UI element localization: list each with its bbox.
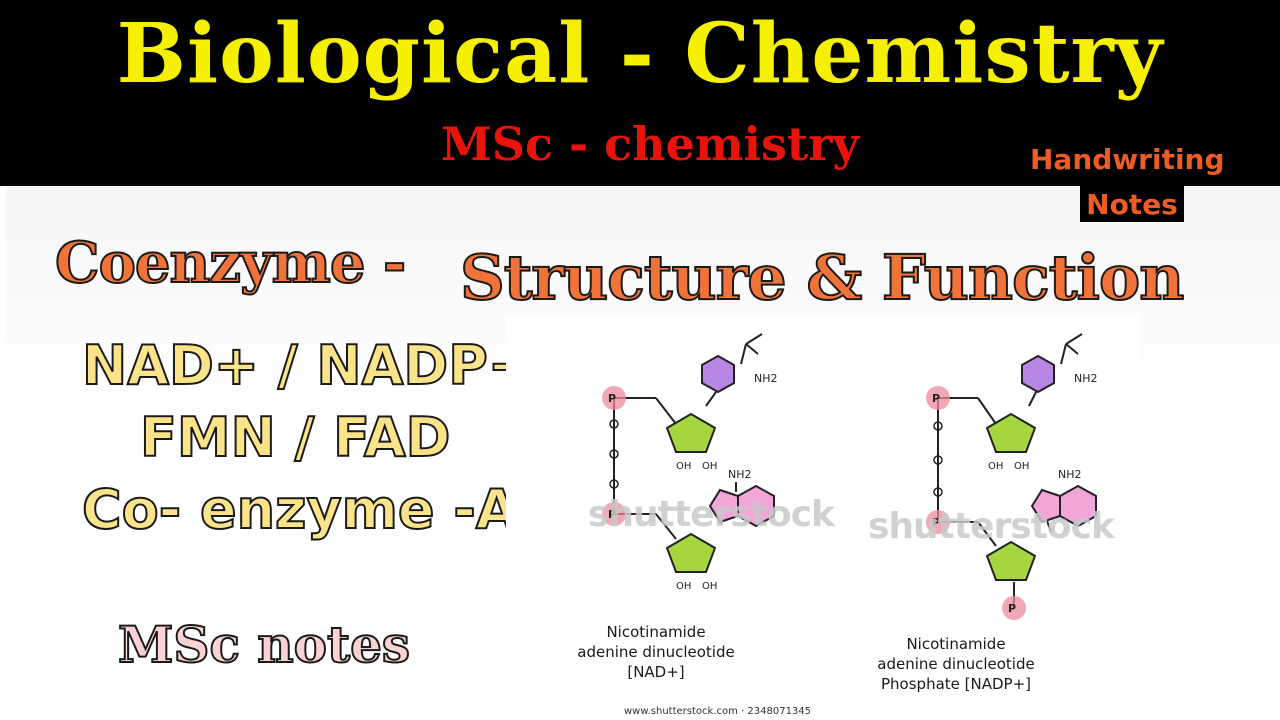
- ribose-2: [666, 533, 716, 573]
- nicotinamide-ring: [701, 355, 735, 393]
- stock-url: www.shutterstock.com · 2348071345: [624, 706, 812, 717]
- nh2-label: NH2: [728, 468, 752, 481]
- nad-caption-line1: Nicotinamide: [606, 623, 706, 641]
- p-label: P: [1008, 602, 1016, 615]
- notes-label: Notes: [1086, 188, 1178, 221]
- subtitle: MSc - chemistry: [440, 117, 860, 171]
- watermark-right: shutterstock: [868, 506, 1115, 547]
- watermark-left: shutterstock: [588, 494, 835, 535]
- p-label: P: [932, 516, 940, 529]
- structure-function-heading: Structure & Function: [459, 240, 1185, 315]
- nadp-molecule: P P P NH2 NH2 OH OH: [926, 333, 1098, 620]
- nad-molecule: P P NH2 NH2 OH OH OH OH: [602, 333, 778, 592]
- topic-nad-nadp: NAD+ / NADP+: [81, 333, 534, 398]
- oh-label: OH: [702, 461, 717, 472]
- nicotinamide-ring: [1021, 355, 1055, 393]
- ribose-1: [666, 413, 716, 453]
- structure-figure: P P NH2 NH2 OH OH OH OH: [506, 314, 1140, 720]
- p-label: P: [608, 508, 616, 521]
- nh2-label: NH2: [1058, 468, 1082, 481]
- nadp-caption-line1: Nicotinamide: [906, 635, 1006, 653]
- nadp-caption-line3: Phosphate [NADP+]: [881, 675, 1031, 693]
- nad-nadp-structures: P P NH2 NH2 OH OH OH OH: [602, 333, 1098, 620]
- oh-label: OH: [702, 581, 717, 592]
- oh-label: OH: [988, 461, 1003, 472]
- nh2-label: NH2: [754, 372, 778, 385]
- adenine-ring: [1030, 484, 1097, 528]
- p-label: P: [932, 392, 940, 405]
- nadp-caption-line2: adenine dinucleotide: [877, 655, 1035, 673]
- coenzyme-heading: Coenzyme -: [54, 229, 407, 297]
- nad-caption-line2: adenine dinucleotide: [577, 643, 735, 661]
- main-title: Biological - Chemistry: [116, 6, 1164, 102]
- ribose-2: [986, 541, 1036, 581]
- nadp-caption: Nicotinamide adenine dinucleotide Phosph…: [836, 634, 1076, 694]
- topic-fmn-fad: FMN / FAD: [139, 405, 451, 470]
- nh2-label: NH2: [1074, 372, 1098, 385]
- topic-coenzyme-a: Co- enzyme -A: [81, 477, 519, 542]
- adenine-ring: [708, 484, 775, 528]
- nad-caption-line3: [NAD+]: [627, 663, 685, 681]
- nad-caption: Nicotinamide adenine dinucleotide [NAD+]: [546, 622, 766, 682]
- oh-label: OH: [1014, 461, 1029, 472]
- notes-badge: Notes: [1080, 186, 1184, 222]
- oh-label: OH: [676, 461, 691, 472]
- handwriting-label: Handwriting: [1030, 143, 1225, 176]
- p-label: P: [608, 392, 616, 405]
- oh-label: OH: [676, 581, 691, 592]
- msc-notes-label: MSc notes: [117, 614, 411, 675]
- header-banner: Biological - Chemistry MSc - chemistry H…: [0, 0, 1280, 186]
